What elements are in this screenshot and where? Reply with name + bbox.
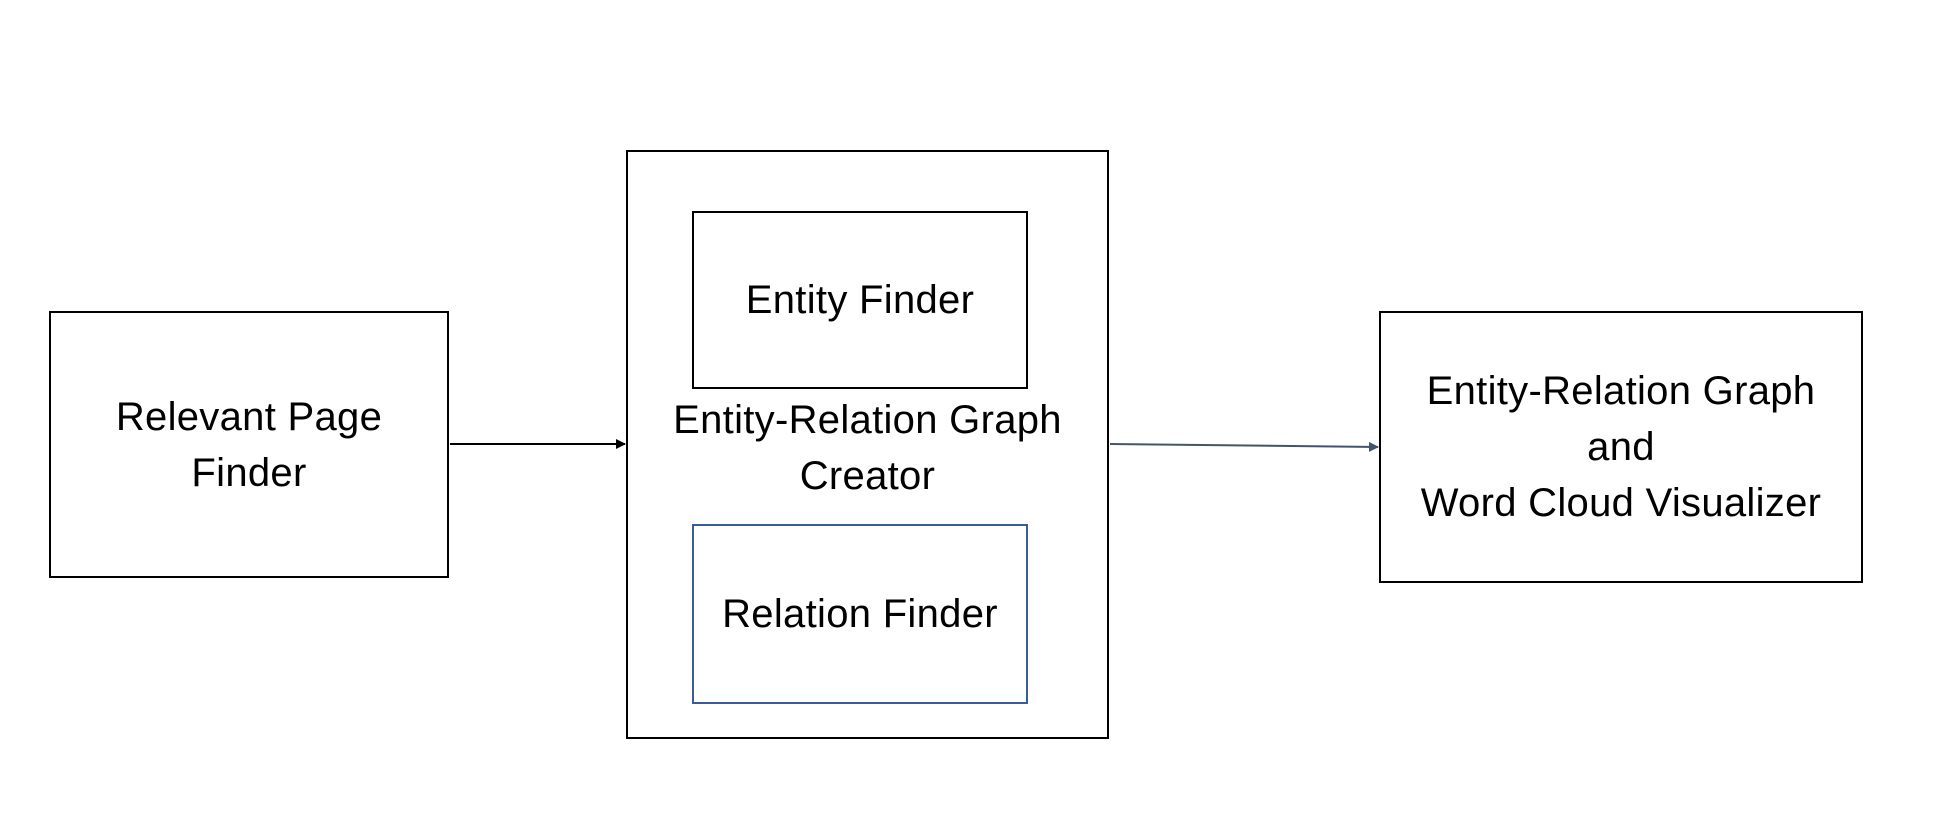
visualizer-box: Entity-Relation Graph and Word Cloud Vis… bbox=[1379, 311, 1863, 583]
relevant-page-finder-label: Relevant Page Finder bbox=[115, 394, 383, 495]
relation-finder-label: Relation Finder bbox=[722, 592, 998, 636]
visualizer-label: Entity-Relation Graph and Word Cloud Vis… bbox=[1420, 369, 1822, 525]
arrow-creator-to-visualizer bbox=[1109, 441, 1379, 452]
entity-finder-label: Entity Finder bbox=[745, 278, 975, 322]
entity-finder-box: Entity Finder bbox=[692, 211, 1028, 389]
relation-finder-box: Relation Finder bbox=[692, 524, 1028, 704]
graph-creator-label: Entity-Relation Graph Creator bbox=[673, 398, 1062, 498]
relevant-page-finder-box: Relevant Page Finder bbox=[49, 311, 449, 578]
